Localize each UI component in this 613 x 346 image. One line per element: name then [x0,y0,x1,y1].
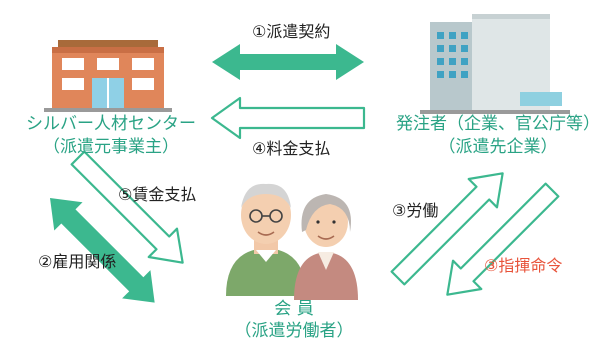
relation-wage-label: ⑤賃金支払 [118,185,197,204]
client-sub: （派遣先企業） [438,137,558,157]
relation-labor-label: ③労働 [392,201,439,220]
relation-contract-label: ①派遣契約 [252,22,331,41]
contract-double-arrow [212,44,364,80]
fee-payment-arrow [210,96,366,140]
silver-center-name: シルバー人材センター [26,114,196,134]
direction-arrow [446,182,560,296]
silver-center-sub: （派遣元事業主） [43,137,179,157]
member-name: 会 員 [274,299,314,319]
employment-double-arrow [50,198,155,303]
wage-payment-arrow [70,150,184,264]
relation-fee-label: ④料金支払 [252,139,331,158]
building-icon [44,40,172,112]
elderly-couple-icon [226,183,358,300]
office-tower-icon [420,14,570,114]
labor-arrow [390,172,504,286]
relation-employment-label: ②雇用関係 [38,252,117,271]
member-sub: （派遣労働者） [234,321,354,341]
relation-direction-label: ③指揮命令 [484,256,563,275]
client-name: 発注者（企業、官公庁等） [396,114,600,134]
